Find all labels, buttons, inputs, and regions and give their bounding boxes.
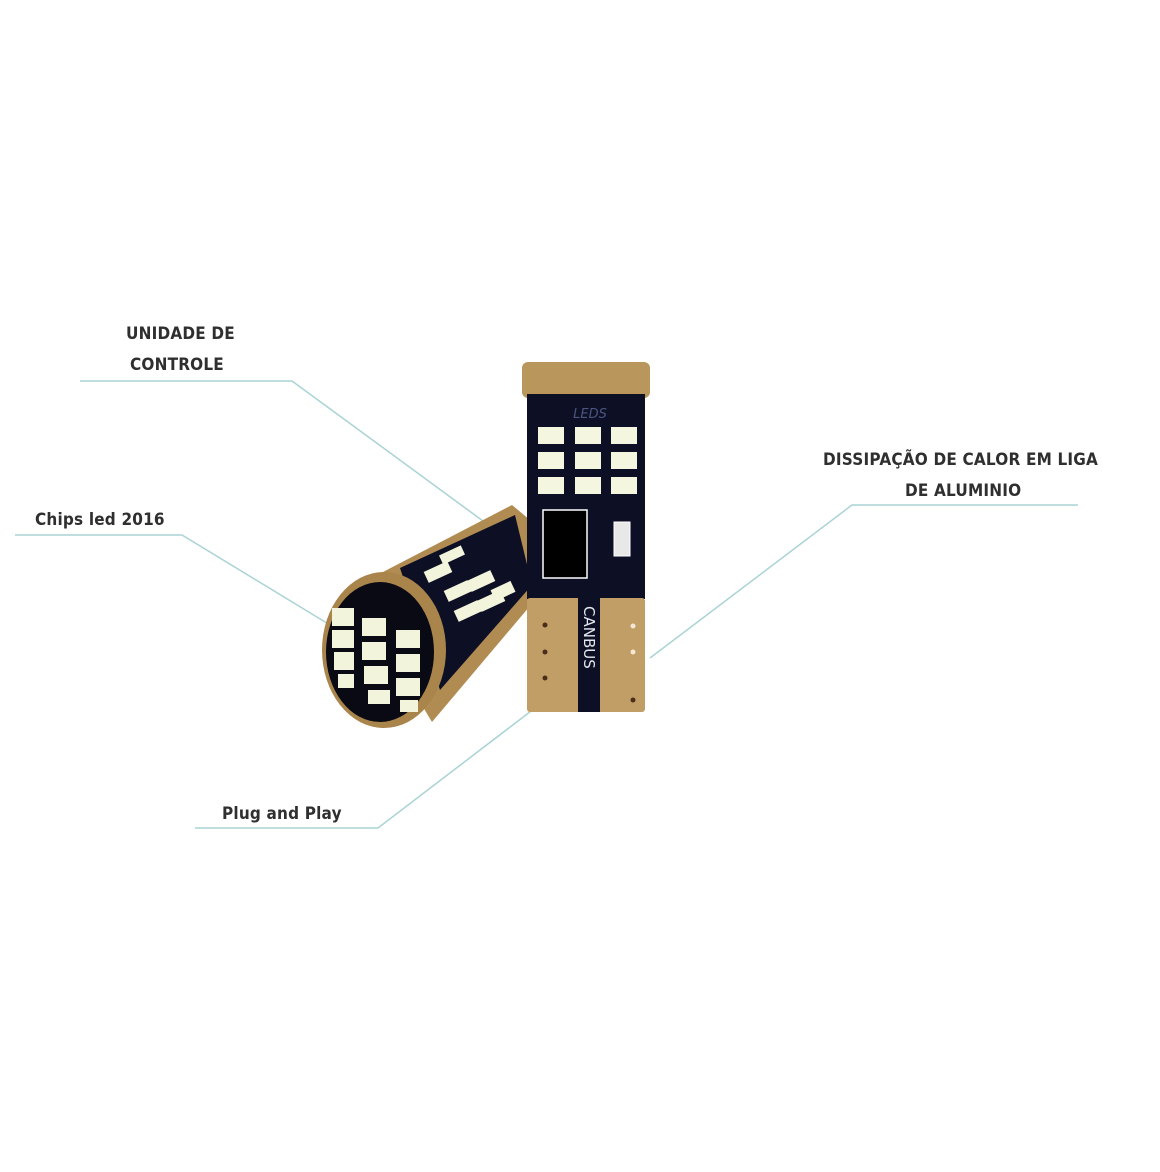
label-plug: Plug and Play [222,804,342,824]
front-leds [538,427,637,494]
brand-mark: LEDS [573,407,607,422]
leader-line-heat [649,504,1078,659]
leader-lines [15,380,1078,829]
leader-line-plug [195,707,536,829]
canbus-text: CANBUS [580,606,598,669]
control-chip [542,509,588,579]
resistor [613,521,631,557]
label-heat-line1: DISSIPAÇÃO DE CALOR EM LIGA [823,450,1099,470]
leader-line-control-unit [80,380,499,533]
upright-bulb: LEDS CANBUS [522,362,650,712]
tilted-bulb [322,505,535,728]
label-heat-line2: DE ALUMINIO [905,481,1022,501]
leader-line-chips [15,534,336,629]
label-control-unit-line1: UNIDADE DE [126,324,235,344]
face-leds [332,608,420,712]
side-leds [423,545,516,622]
label-chips: Chips led 2016 [35,510,165,530]
label-control-unit-line2: CONTROLE [130,355,224,375]
